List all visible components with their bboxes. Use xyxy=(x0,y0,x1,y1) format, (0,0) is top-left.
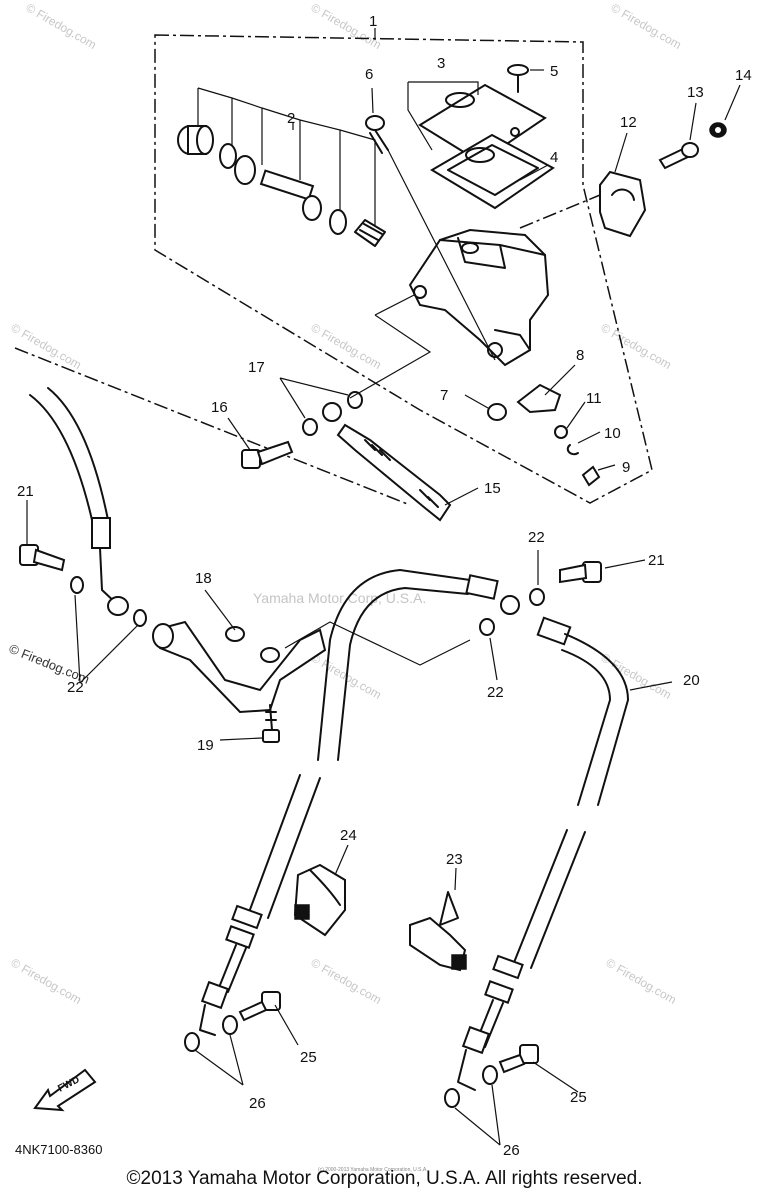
watermark: © Firedog.com xyxy=(9,955,84,1007)
small-footer: (c) 2000-2013 Yamaha Motor Corporation, … xyxy=(318,1167,428,1173)
callout: 21 xyxy=(17,483,34,500)
brake-hose-joint xyxy=(152,620,327,714)
callout: 14 xyxy=(735,67,752,84)
clamp-bolt xyxy=(658,122,727,170)
callout: 20 xyxy=(683,672,700,689)
lever-pivot-bolt xyxy=(365,115,389,154)
washer xyxy=(482,1065,498,1085)
union-bolt xyxy=(241,391,363,469)
assembly-boundary xyxy=(154,34,653,504)
watermark: © Firedog.com xyxy=(609,0,684,52)
callout: 17 xyxy=(248,359,265,376)
washer xyxy=(479,618,495,636)
brake-hose-right xyxy=(317,569,629,806)
cap-screw xyxy=(507,64,529,93)
brake-switch xyxy=(487,383,601,487)
fwd-arrow-icon: FWD xyxy=(33,1068,97,1112)
watermark: © Firedog.com xyxy=(9,320,84,372)
union-bolt-caliper-right xyxy=(498,1044,539,1074)
clamp-connector-line xyxy=(519,194,601,229)
brake-hose-lower-right xyxy=(457,829,586,1091)
washer xyxy=(444,1088,460,1108)
hose-connector-line xyxy=(14,347,411,506)
callouts: 1 2 3 4 5 6 7 8 9 10 11 12 13 14 15 16 1… xyxy=(17,13,752,1159)
callout: 23 xyxy=(446,851,463,868)
callout: 6 xyxy=(365,66,373,83)
callout: 25 xyxy=(570,1089,587,1106)
reservoir-cap xyxy=(418,83,555,210)
brake-hose-left xyxy=(29,387,129,616)
callout: 16 xyxy=(211,399,228,416)
callout: 11 xyxy=(586,390,602,407)
washer xyxy=(529,588,545,606)
callout: 7 xyxy=(440,387,448,404)
callout: 25 xyxy=(300,1049,317,1066)
callout: 3 xyxy=(437,55,445,72)
callout: 21 xyxy=(648,552,665,569)
piston-kit xyxy=(177,87,386,247)
washer xyxy=(184,1032,200,1052)
brake-hose-lower-left xyxy=(199,774,321,1036)
washer xyxy=(133,609,147,627)
callout: 22 xyxy=(487,684,504,701)
hose-clip-right xyxy=(409,891,467,972)
callout: 8 xyxy=(576,347,584,364)
watermark: © Firedog.com xyxy=(599,320,674,372)
union-bolt-caliper-left xyxy=(238,991,281,1022)
union-bolt-left xyxy=(19,544,66,572)
callout: 9 xyxy=(622,459,630,476)
callout: 15 xyxy=(484,480,501,497)
leader-lines xyxy=(26,28,741,1146)
callout: 4 xyxy=(550,149,558,166)
callout: 26 xyxy=(249,1095,266,1112)
callout: 10 xyxy=(604,425,621,442)
callout: 5 xyxy=(550,63,558,80)
callout: 2 xyxy=(287,110,295,127)
handlebar-clamp xyxy=(599,170,647,238)
master-cylinder-body xyxy=(408,228,550,367)
callout: 22 xyxy=(528,529,545,546)
connector-line xyxy=(349,291,432,399)
callout: 19 xyxy=(197,737,214,754)
brake-hose-upper xyxy=(322,402,452,522)
callout: 22 xyxy=(67,679,84,696)
callout: 12 xyxy=(620,114,637,131)
watermark: © Firedog.com xyxy=(24,0,99,52)
callout: 13 xyxy=(687,84,704,101)
center-watermark: Yamaha Motor Corp, U.S.A. xyxy=(253,590,426,606)
copyright-footer: ©2013 Yamaha Motor Corporation, U.S.A. A… xyxy=(126,1168,643,1189)
connector-line xyxy=(284,621,471,666)
callout: 24 xyxy=(340,827,357,844)
callout: 26 xyxy=(503,1142,520,1159)
hose-clip-left xyxy=(293,863,346,937)
washer xyxy=(70,576,84,594)
union-bolt-right xyxy=(559,561,602,584)
watermark: © Firedog.com xyxy=(309,320,384,372)
watermark: © Firedog.com xyxy=(309,955,384,1007)
diagram-code: 4NK7100-8360 xyxy=(15,1142,102,1157)
callout: 18 xyxy=(195,570,212,587)
washer xyxy=(222,1015,238,1035)
watermark: © Firedog.com xyxy=(604,955,679,1007)
joint-bolt xyxy=(262,704,280,743)
callout: 1 xyxy=(369,13,377,30)
